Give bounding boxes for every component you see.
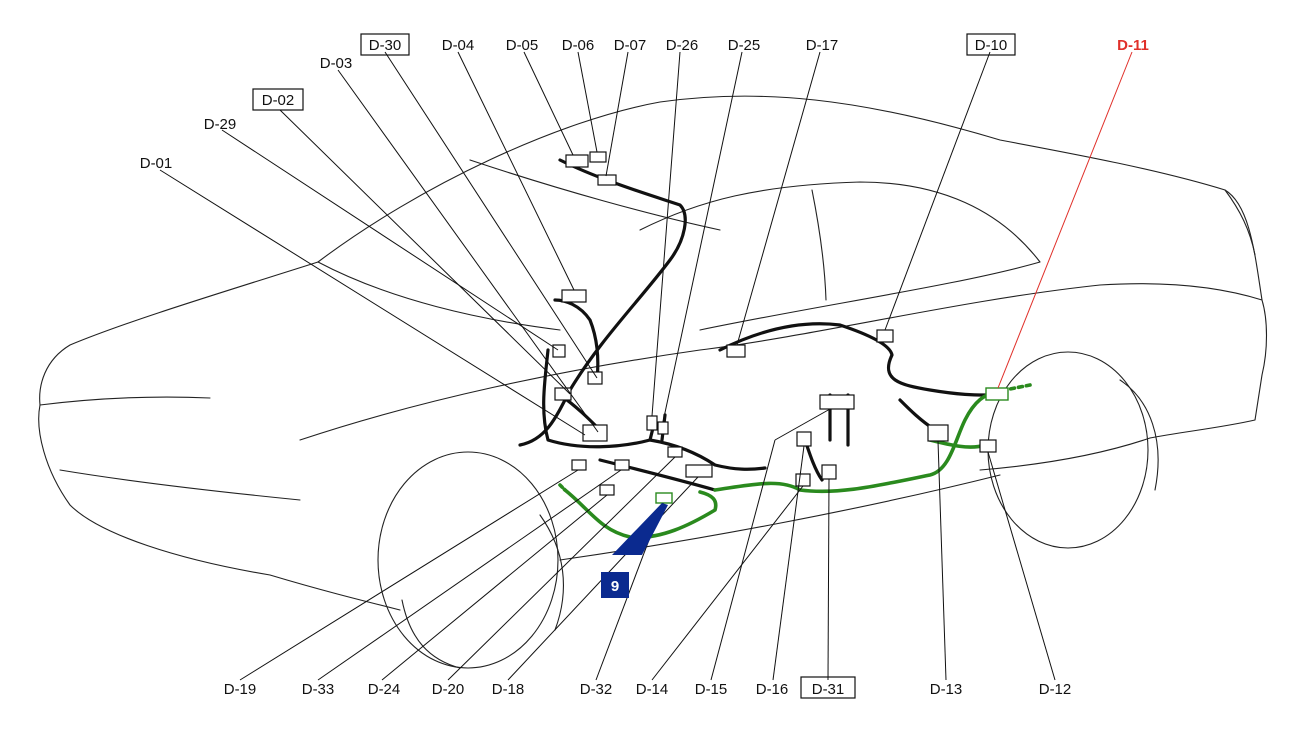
connectors bbox=[552, 151, 1009, 504]
label-d03: D-03 bbox=[320, 55, 353, 72]
connector-d31 bbox=[821, 464, 837, 480]
connector-d11 bbox=[985, 387, 1009, 401]
connector-d06 bbox=[589, 151, 607, 163]
connector-d05 bbox=[565, 154, 589, 168]
connector-d25 bbox=[657, 421, 669, 435]
connector-d19 bbox=[571, 459, 587, 471]
connector-d29 bbox=[552, 344, 566, 358]
label-d19: D-19 bbox=[224, 681, 257, 698]
label-d05: D-05 bbox=[506, 37, 539, 54]
label-d31: D-31 bbox=[812, 681, 845, 698]
box-d31 bbox=[800, 676, 856, 699]
connector-d15 bbox=[819, 394, 855, 410]
box-d10 bbox=[966, 33, 1016, 56]
label-d26: D-26 bbox=[666, 37, 699, 54]
connector-d24 bbox=[599, 484, 615, 496]
label-d13: D-13 bbox=[930, 681, 963, 698]
label-d25: D-25 bbox=[728, 37, 761, 54]
connector-d01 bbox=[554, 387, 572, 401]
box-d30 bbox=[360, 33, 410, 56]
label-d06: D-06 bbox=[562, 37, 595, 54]
labels-bottom: D-19 D-33 D-24 D-20 D-18 D-32 D-14 D-15 … bbox=[224, 676, 1072, 699]
label-d02: D-02 bbox=[262, 92, 295, 109]
label-d24: D-24 bbox=[368, 681, 401, 698]
label-d11: D-11 bbox=[1117, 37, 1149, 54]
connector-d04 bbox=[561, 289, 587, 303]
connector-d30 bbox=[582, 424, 608, 442]
marker-pointer bbox=[612, 503, 668, 555]
connector-d20 bbox=[667, 446, 683, 458]
connector-d14 bbox=[795, 473, 811, 487]
label-d32: D-32 bbox=[580, 681, 613, 698]
label-d10: D-10 bbox=[975, 37, 1008, 54]
marker-9: 9 bbox=[601, 503, 668, 598]
label-d04: D-04 bbox=[442, 37, 475, 54]
car-outline bbox=[38, 95, 1267, 669]
label-d16: D-16 bbox=[756, 681, 789, 698]
label-d18: D-18 bbox=[492, 681, 525, 698]
label-d33: D-33 bbox=[302, 681, 335, 698]
label-d14: D-14 bbox=[636, 681, 669, 698]
connector-d16 bbox=[796, 431, 812, 447]
connector-d33 bbox=[614, 459, 630, 471]
connector-d13 bbox=[927, 424, 949, 442]
connector-d02 bbox=[587, 371, 603, 385]
highlighted-harness bbox=[558, 383, 1032, 540]
labels-top: D-30 D-04 D-05 D-06 D-07 D-26 D-25 D-17 … bbox=[360, 33, 1149, 56]
connector-d12 bbox=[979, 439, 997, 453]
connector-d18 bbox=[685, 464, 713, 478]
marker-badge bbox=[601, 572, 629, 598]
label-d20: D-20 bbox=[432, 681, 465, 698]
label-d15: D-15 bbox=[695, 681, 728, 698]
labels-left: D-03 D-02 D-29 D-01 bbox=[140, 55, 353, 172]
label-d12: D-12 bbox=[1039, 681, 1072, 698]
leader-lines bbox=[159, 51, 1133, 681]
connector-d07 bbox=[597, 174, 617, 186]
label-d17: D-17 bbox=[806, 37, 839, 54]
marker-number: 9 bbox=[611, 578, 619, 595]
box-d02 bbox=[252, 88, 304, 111]
label-d01: D-01 bbox=[140, 155, 173, 172]
label-d29: D-29 bbox=[204, 116, 237, 133]
connector-d10 bbox=[876, 329, 894, 343]
label-d07: D-07 bbox=[614, 37, 647, 54]
connector-d32 bbox=[655, 492, 673, 504]
connector-d26 bbox=[646, 415, 658, 431]
connector-d17 bbox=[726, 344, 746, 358]
label-d30: D-30 bbox=[369, 37, 402, 54]
